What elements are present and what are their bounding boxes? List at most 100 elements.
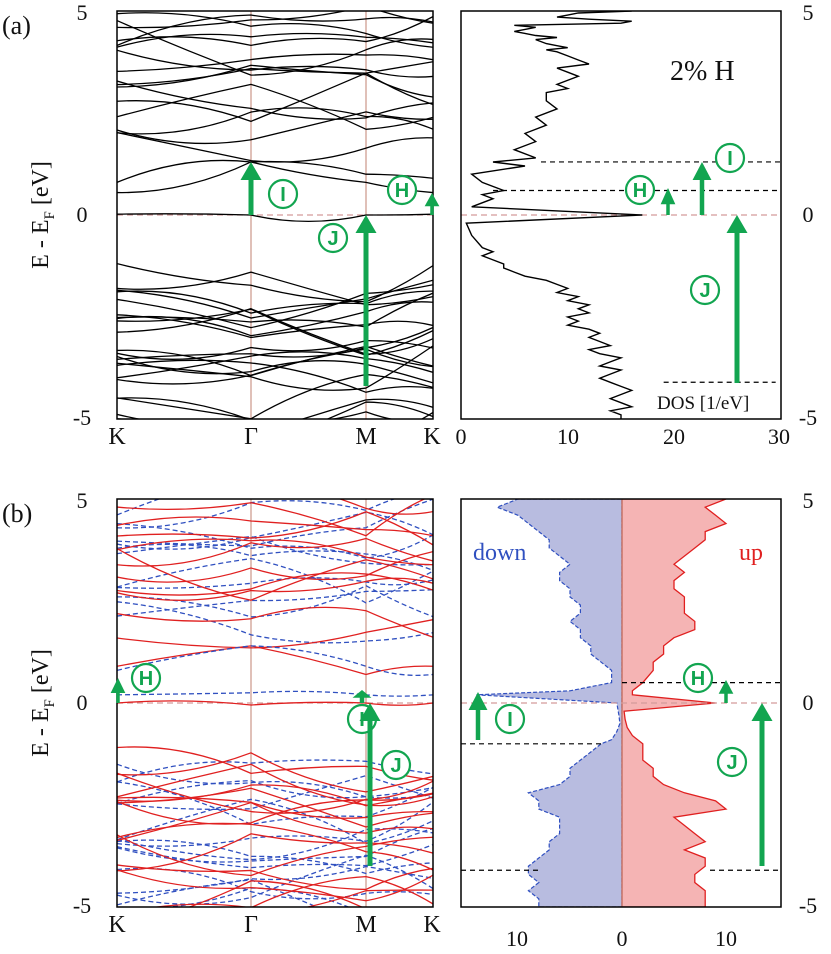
panel-b-dos-xtick-up-10: 10 <box>715 926 737 951</box>
b-dos-arrow-H-head <box>718 680 734 694</box>
b-marker-H-circle <box>130 662 162 694</box>
cond-up-band <box>117 516 433 537</box>
panel-a-dos-xtick-10: 10 <box>557 424 579 449</box>
b-dos-marker-J-text: J <box>726 752 737 774</box>
cond-down-band <box>117 589 433 617</box>
val-band <box>117 401 433 419</box>
val-band <box>117 339 433 360</box>
cond-band <box>117 32 433 48</box>
panel-b-kpoint-K1: K <box>108 912 126 938</box>
b-arrow-H-head <box>110 678 126 693</box>
a-dos-arrow-J-head <box>726 215 748 233</box>
cond-band <box>117 107 433 135</box>
panel-b-ytick-minus5: -5 <box>73 893 91 918</box>
val-band <box>117 292 433 328</box>
val-down-band <box>117 763 433 799</box>
b-marker-H-text: H <box>139 668 153 690</box>
b-dos-marker-H-circle <box>682 662 714 694</box>
cond-down-band <box>117 543 433 572</box>
a-dos-marker-I-circle <box>714 142 746 174</box>
val-down-band <box>117 867 433 900</box>
panel-b-ytick-0: 0 <box>77 690 88 715</box>
cond-up-band <box>338 499 433 515</box>
band-I2 <box>117 159 433 183</box>
panel-a-dos-xlabel: DOS [1/eV] <box>657 393 749 414</box>
val-band <box>117 279 433 319</box>
panel-b-dos-frame <box>460 498 782 908</box>
val-band <box>117 359 433 393</box>
transition-arrows: IJHIHJHIJHIJ <box>110 142 773 866</box>
band-up-I <box>117 645 433 676</box>
panel-b-kpoint-M: M <box>355 912 376 938</box>
panel-a-ytick-0: 0 <box>77 202 88 227</box>
a-marker-H-text: H <box>395 180 409 202</box>
b-arrow-I-head <box>352 690 372 698</box>
val-down-band <box>117 839 433 875</box>
cond-up-band <box>117 547 433 601</box>
b-dos-marker-J-circle <box>716 746 748 778</box>
cond-up-band <box>117 606 433 638</box>
a-dos-marker-I-text: I <box>727 148 733 170</box>
a-arrow-I-head <box>240 162 262 180</box>
val-down-band <box>117 827 433 863</box>
panel-a-kpoint-M: M <box>355 424 376 450</box>
val-band <box>117 397 395 419</box>
panel-a-dos-ytick-5: 5 <box>803 0 814 25</box>
cond-down-band <box>117 511 433 550</box>
cond-down-band <box>117 557 433 604</box>
flat-band-down <box>117 690 433 697</box>
val-up-band <box>117 833 433 872</box>
cond-down-band <box>117 601 433 644</box>
val-top <box>117 271 433 306</box>
panel-a-dos-title: 2% H <box>670 56 735 87</box>
val-up-band <box>117 787 433 828</box>
val-up-band <box>117 801 433 842</box>
b-marker-J-text: J <box>390 755 401 777</box>
cond-band <box>117 11 433 29</box>
panel-a-dos-frame <box>460 10 782 420</box>
val-top-up <box>117 763 433 807</box>
a-marker-I-circle <box>267 178 299 210</box>
cond-band <box>117 16 433 47</box>
val-down-band <box>117 779 433 805</box>
val-band <box>117 345 433 377</box>
panel-b-dos-ytick-5: 5 <box>803 488 814 513</box>
cond-band <box>117 49 433 78</box>
a-arrow-J-head <box>355 215 377 233</box>
a-dos-marker-J-circle <box>689 274 721 306</box>
dos-curve <box>465 11 643 419</box>
panel-b-label: (b) <box>2 499 32 528</box>
dos-down-label: down <box>473 540 526 566</box>
val-down-band <box>117 828 433 861</box>
panel-a-bands <box>117 11 433 419</box>
b-dos-marker-I-circle <box>494 703 526 735</box>
cond-band <box>117 83 433 130</box>
val-band <box>117 263 433 303</box>
b-dos-marker-I-text: I <box>507 709 513 731</box>
b-arrow-J-head <box>359 703 381 721</box>
b-marker-J-circle <box>380 749 412 781</box>
cond-band <box>117 14 433 47</box>
val-band <box>117 398 433 419</box>
val-up-band <box>187 880 364 907</box>
cond-band <box>117 64 433 98</box>
val-up-band <box>117 834 433 877</box>
cond-band <box>117 53 433 73</box>
val-up-band <box>117 869 433 902</box>
a-dos-marker-J-text: J <box>699 280 710 302</box>
a-dos-marker-H-circle <box>624 174 656 206</box>
val-up-band <box>117 864 433 891</box>
val-up-band <box>117 793 433 825</box>
val-up-band <box>117 752 433 793</box>
panel-a-ytick-minus5: -5 <box>73 405 91 430</box>
cond-down-band <box>117 577 433 589</box>
panel-b-ylabel: E - EF [eV] <box>28 649 58 757</box>
cond-band <box>117 19 433 76</box>
val-up-band <box>305 889 433 907</box>
cond-up-band <box>117 577 433 601</box>
cond-up-band <box>117 537 433 567</box>
panel-b-dos-ytick-minus5: -5 <box>799 893 817 918</box>
panel-b-kpoint-K2: K <box>423 912 441 938</box>
panel-b-ytick-5: 5 <box>77 488 88 513</box>
